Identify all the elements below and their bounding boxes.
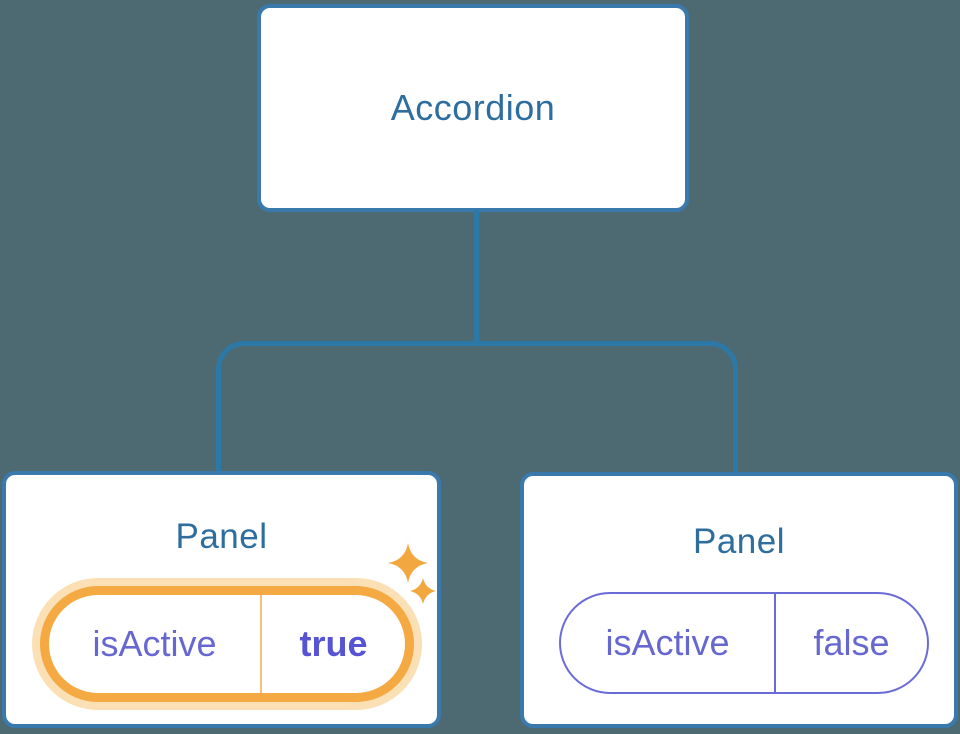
panel-title: Panel: [175, 517, 268, 556]
panel-title: Panel: [692, 522, 786, 561]
connector-bracket: [216, 341, 738, 472]
sparkles-icon: [388, 543, 436, 604]
panel-node-active: Panel isActive true: [2, 471, 441, 728]
state-value: true: [299, 623, 368, 664]
panel-node-inactive: Panel isActive false: [520, 472, 958, 728]
state-key: isActive: [92, 623, 217, 664]
accordion-node: Accordion: [257, 4, 689, 212]
state-pill-active: isActive true: [49, 595, 405, 693]
accordion-node-label: Accordion: [390, 87, 556, 128]
connector-stem: [474, 210, 479, 343]
state-divider: [774, 594, 776, 692]
state-divider: [260, 595, 262, 693]
state-value: false: [813, 622, 890, 663]
state-pill-inactive: isActive false: [559, 592, 929, 694]
state-key: isActive: [605, 622, 730, 663]
